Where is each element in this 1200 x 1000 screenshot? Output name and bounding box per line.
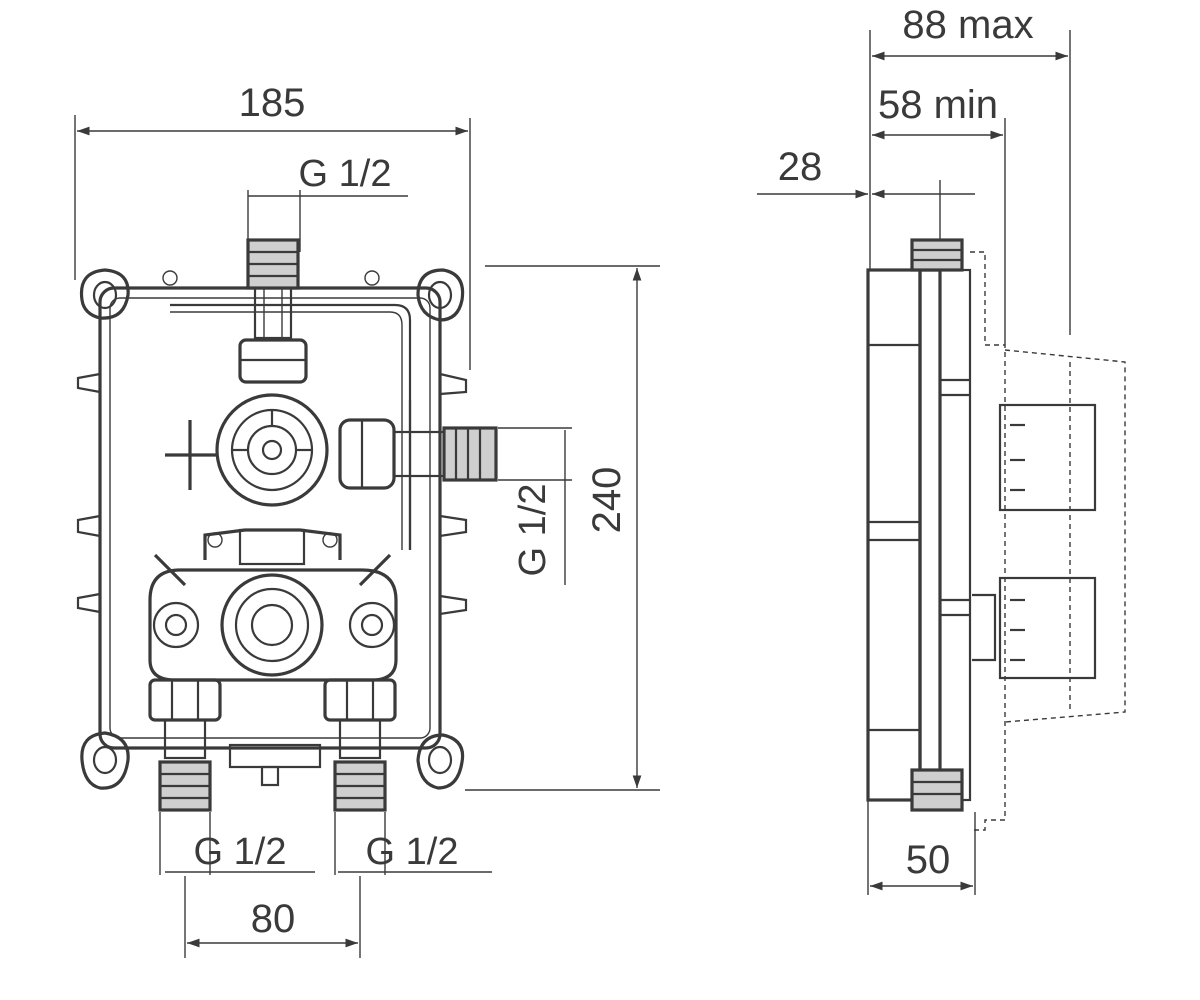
dim-max-depth: 88 max [869, 3, 1071, 335]
upper-valve-body [165, 393, 329, 507]
dim-offset: 28 [757, 145, 975, 240]
dim-body-depth-label: 50 [906, 838, 951, 882]
side-body [866, 238, 972, 812]
dim-min-depth: 58 min [872, 83, 1006, 345]
corner-lug-bottom-right [416, 733, 465, 790]
dim-side-thread: G 1/2 [498, 427, 572, 585]
dim-top-thread: G 1/2 [247, 153, 408, 252]
dim-outlet-spacing: 80 [184, 876, 361, 958]
dim-min-depth-label: 58 min [878, 83, 998, 127]
dim-width-label: 185 [239, 81, 306, 125]
dim-offset-label: 28 [778, 145, 823, 189]
dim-height-label: 240 [585, 467, 629, 534]
side-outlet [338, 400, 498, 550]
dim-height-240: 240 [465, 265, 660, 791]
frame-side-tabs [76, 270, 468, 616]
dim-width-185: 185 [74, 81, 471, 370]
bottom-outlet-left [148, 678, 222, 812]
dim-bottom-threads: G 1/2 G 1/2 [159, 812, 492, 875]
dim-top-thread-label: G 1/2 [299, 153, 392, 195]
dim-max-depth-label: 88 max [902, 3, 1033, 47]
top-inlet [238, 238, 308, 384]
corner-lug-top-right [416, 268, 465, 322]
corner-lug-top-left [79, 268, 130, 320]
dim-body-depth: 50 [867, 800, 976, 895]
dim-side-thread-label: G 1/2 [512, 484, 554, 577]
bottom-center-stub [228, 743, 322, 787]
dim-bottom-left-thread-label: G 1/2 [194, 831, 287, 873]
lower-mixer-block [148, 528, 398, 682]
corner-lug-bottom-left [80, 731, 130, 790]
side-view: 88 max 58 min 28 [757, 3, 1126, 895]
side-trim-outline [970, 251, 1126, 831]
dim-outlet-spacing-label: 80 [251, 897, 296, 941]
front-view: 185 G 1/2 [74, 81, 660, 958]
bottom-outlet-right [323, 678, 397, 812]
dim-bottom-right-thread-label: G 1/2 [366, 831, 459, 873]
